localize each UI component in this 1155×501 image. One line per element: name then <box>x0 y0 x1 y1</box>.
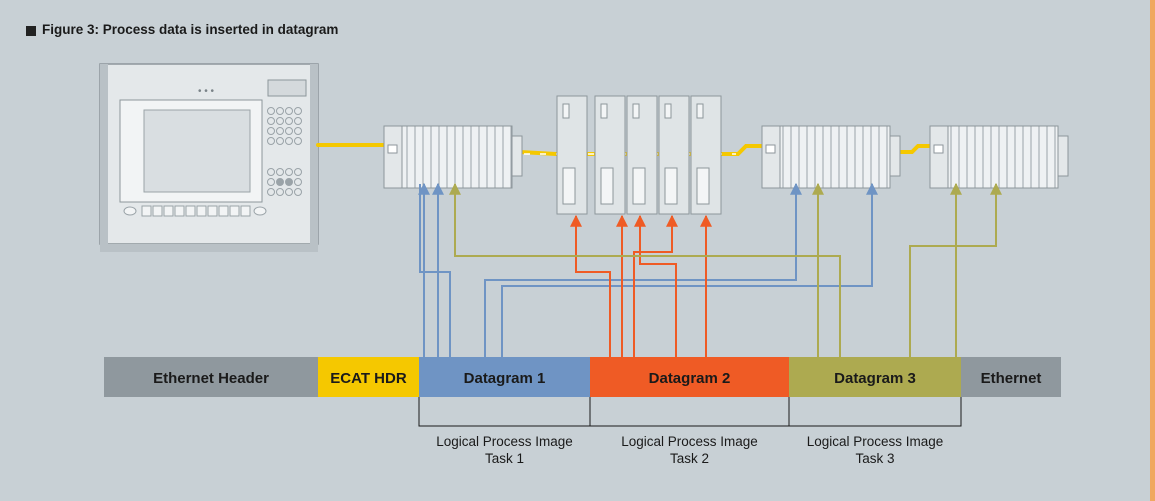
io-terminal-block-icon <box>929 125 1069 189</box>
task3-routes <box>449 182 1002 370</box>
frame-label-datagram-2: Datagram 2 <box>649 370 731 387</box>
svg-text:• • •: • • • <box>198 86 215 97</box>
control-panel-pc-icon: • • • <box>99 63 319 252</box>
figure-title: Figure 3: Process data is inserted in da… <box>42 22 339 37</box>
io-terminal-block-icon <box>383 125 523 189</box>
process-image-task3-line2: Task 3 <box>855 451 894 466</box>
process-image-task2-line1: Logical Process Image <box>621 434 758 449</box>
frame-segment-ecat-hdr <box>318 357 419 397</box>
io-terminal-block-icon <box>761 125 901 189</box>
frame-label-ethernet-header: Ethernet Header <box>153 370 269 387</box>
ethercat-frame: Ethernet Header ECAT HDR Datagram 1 Data… <box>104 357 1061 397</box>
frame-label-datagram-1: Datagram 1 <box>464 370 546 387</box>
frame-label-datagram-3: Datagram 3 <box>834 370 916 387</box>
frame-label-ethernet-trailer: Ethernet <box>981 370 1042 387</box>
frame-segment-ethernet-header <box>104 357 318 397</box>
accent-bar <box>1150 0 1155 501</box>
task2-routes <box>570 214 712 370</box>
process-image-task3-line1: Logical Process Image <box>807 434 944 449</box>
process-image-task1-line1: Logical Process Image <box>436 434 573 449</box>
frame-segment-datagram-3 <box>789 357 961 397</box>
frame-label-ecat-hdr: ECAT HDR <box>330 370 407 387</box>
process-image-brackets <box>418 397 962 427</box>
title-bullet-icon <box>26 26 36 36</box>
servo-drive-icon <box>556 95 722 215</box>
process-image-task2-line2: Task 2 <box>670 451 709 466</box>
process-image-task1-line2: Task 1 <box>485 451 524 466</box>
frame-segment-datagram-1 <box>419 357 590 397</box>
frame-segment-datagram-2 <box>590 357 789 397</box>
frame-segment-ethernet-trailer <box>961 357 1061 397</box>
